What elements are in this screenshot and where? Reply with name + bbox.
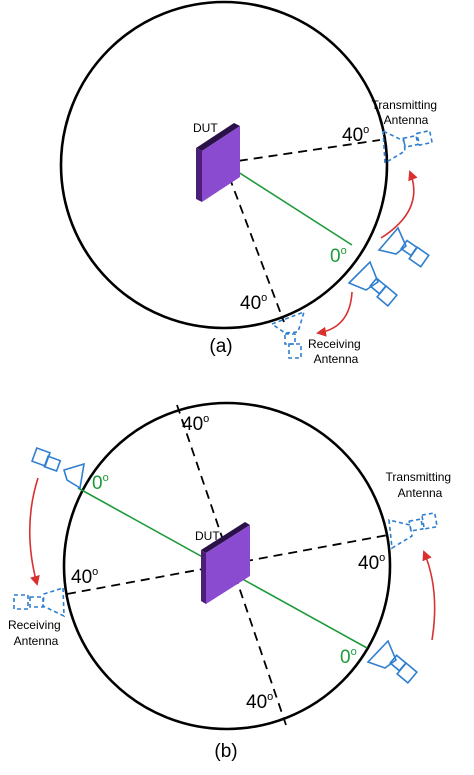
transmitting-antenna-a bbox=[377, 226, 430, 268]
receiving-antenna-dashed-a bbox=[270, 310, 306, 359]
receiving-antenna-a bbox=[347, 260, 398, 307]
dashed-line-tx-a bbox=[223, 139, 381, 164]
dut-label-b: DUT bbox=[195, 529, 220, 543]
caption-b: (b) bbox=[214, 741, 237, 762]
receiving-antenna-b bbox=[31, 447, 86, 490]
measurement-circle-b bbox=[62, 401, 392, 731]
transmitting-antenna-b bbox=[366, 639, 418, 684]
angle-label-zero-a: 0o bbox=[330, 245, 347, 267]
angle-label-top-b: 40o bbox=[182, 413, 209, 435]
dashed-line-rx-a bbox=[223, 162, 285, 323]
transmitting-antenna-dashed-a bbox=[382, 129, 434, 165]
angle-label-left-b: 40o bbox=[71, 566, 98, 588]
dashed-line-horizontal-b bbox=[66, 534, 389, 595]
receiving-antenna-label-a: Receiving Antenna bbox=[308, 337, 364, 366]
tx-movement-arrow-b bbox=[422, 550, 436, 641]
angle-label-rx-a: 40o bbox=[240, 292, 267, 314]
angle-label-bottom-b: 40o bbox=[246, 691, 273, 713]
dut-a bbox=[196, 123, 240, 202]
tx-movement-arrow-a bbox=[380, 170, 418, 239]
caption-a: (a) bbox=[209, 336, 232, 357]
beam-line-a bbox=[223, 162, 353, 246]
angle-label-right-b: 40o bbox=[358, 552, 385, 574]
panel-a: DUT 40o 40o 0o bbox=[59, 0, 441, 366]
measurement-circle-a bbox=[59, 0, 389, 330]
dut-b bbox=[201, 522, 250, 604]
rx-movement-arrow-b bbox=[28, 477, 40, 586]
transmitting-antenna-dashed-b bbox=[388, 511, 439, 550]
transmitting-antenna-label-b: Transmitting Antenna bbox=[386, 470, 455, 500]
receiving-antenna-label-b: Receiving Antenna bbox=[8, 618, 64, 648]
dut-label-a: DUT bbox=[193, 121, 218, 135]
receiving-antenna-dashed-b bbox=[13, 586, 65, 618]
transmitting-antenna-label-a: Transmitting Antenna bbox=[372, 98, 441, 127]
angle-label-zero-left-b: 0o bbox=[92, 472, 109, 494]
rx-movement-arrow-a bbox=[316, 291, 353, 337]
panel-b: DUT 40o 40o 40o 40o 0o 0o bbox=[8, 401, 455, 762]
angle-label-zero-right-b: 0o bbox=[340, 646, 357, 668]
angle-label-tx-a: 40o bbox=[342, 124, 369, 146]
